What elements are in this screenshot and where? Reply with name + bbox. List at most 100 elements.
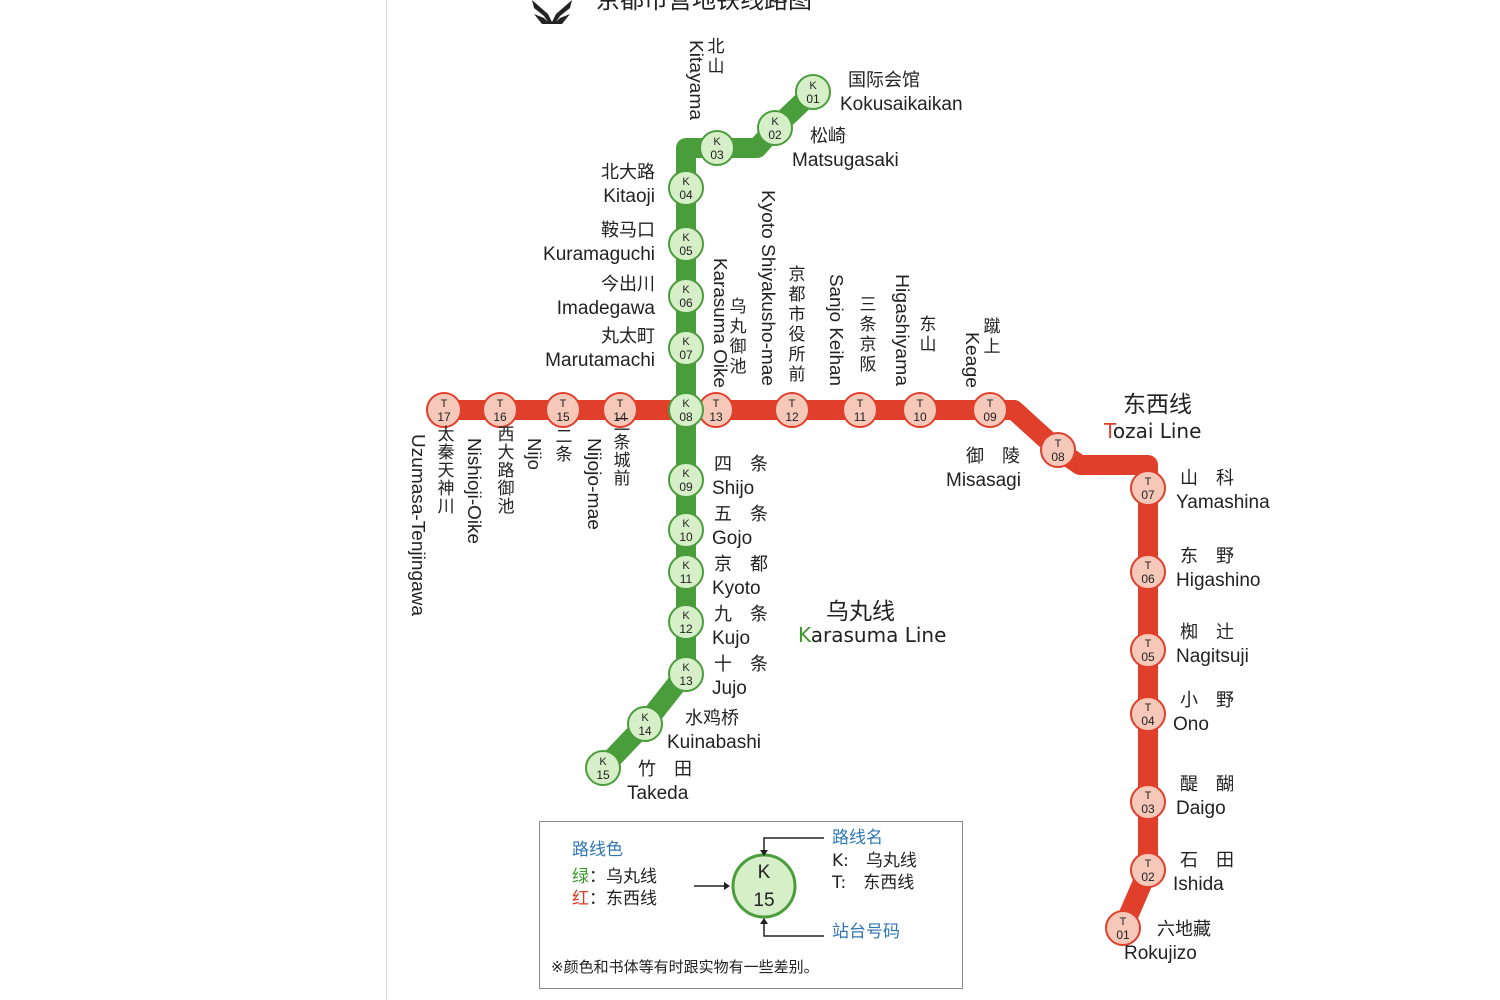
karasuma-station-14[interactable]: K14 bbox=[627, 706, 663, 742]
station-code-number: 06 bbox=[679, 296, 693, 310]
station-name-cn-char: 川 bbox=[438, 497, 455, 516]
tozai-station-12[interactable]: T12 bbox=[774, 392, 810, 428]
station-name-cn-char: 条 bbox=[556, 445, 573, 464]
station-name-en: Nishioji-Oike bbox=[464, 438, 484, 544]
station-name-cn: 东 野 bbox=[1180, 546, 1234, 566]
station-code-number: 07 bbox=[1141, 488, 1155, 502]
station-line-letter: K bbox=[682, 336, 690, 348]
tozai-station-02[interactable]: T02 bbox=[1130, 852, 1166, 888]
karasuma-station-circle bbox=[668, 392, 704, 428]
station-name-en: Nagitsuji bbox=[1176, 646, 1249, 667]
station-line-letter: K bbox=[682, 232, 690, 244]
station-name-cn: 国际会馆 bbox=[848, 70, 920, 90]
tozai-station-05[interactable]: T05 bbox=[1130, 632, 1166, 668]
karasuma-station-circle bbox=[668, 604, 704, 640]
karasuma-station-08[interactable]: K08 bbox=[668, 392, 704, 428]
station-name-cn: 北大路 bbox=[601, 162, 655, 182]
station-name-cn-char: 西 bbox=[498, 425, 515, 444]
karasuma-station-circle bbox=[757, 110, 793, 146]
station-code-number: 06 bbox=[1141, 572, 1155, 586]
legend-red-key: 红 bbox=[572, 889, 589, 909]
station-name-en: Matsugasaki bbox=[792, 150, 899, 171]
karasuma-station-09[interactable]: K09 bbox=[668, 462, 704, 498]
station-name-cn-char: 条 bbox=[860, 315, 877, 334]
station-line-letter: T bbox=[560, 398, 567, 410]
station-name-en: Jujo bbox=[712, 678, 747, 699]
tozai-station-11[interactable]: T11 bbox=[842, 392, 878, 428]
station-name-cn-char: 御 bbox=[730, 337, 747, 356]
kyoto-city-emblem-icon bbox=[532, 0, 572, 24]
station-name-cn-char: 路 bbox=[498, 461, 515, 480]
legend-red-line: ：东西线 bbox=[589, 889, 657, 909]
station-name-cn-char: 阪 bbox=[860, 355, 877, 374]
map-title: 京都市营地铁线路图 bbox=[596, 0, 812, 14]
karasuma-station-13[interactable]: K13 bbox=[668, 656, 704, 692]
station-name-en: Kitayama bbox=[686, 40, 706, 121]
legend-note: ※颜色和书体等有时跟实物有一些差别。 bbox=[551, 958, 819, 976]
station-code-number: 09 bbox=[679, 480, 693, 494]
tozai-initial: T bbox=[1104, 419, 1113, 443]
station-name-cn: 小 野 bbox=[1180, 690, 1234, 710]
station-name-en: Kokusaikaikan bbox=[840, 94, 963, 115]
tozai-station-04[interactable]: T04 bbox=[1130, 696, 1166, 732]
station-code-number: 10 bbox=[913, 410, 927, 424]
karasuma-station-03[interactable]: K03 bbox=[699, 130, 735, 166]
karasuma-station-10[interactable]: K10 bbox=[668, 512, 704, 548]
tozai-station-10[interactable]: T10 bbox=[902, 392, 938, 428]
legend-number-title: 站台号码 bbox=[832, 922, 900, 942]
station-name-cn-char: 前 bbox=[789, 365, 806, 384]
tozai-station-09[interactable]: T09 bbox=[972, 392, 1008, 428]
karasuma-station-01[interactable]: K01 bbox=[795, 74, 831, 110]
karasuma-initial: K bbox=[798, 623, 811, 647]
station-line-letter: K bbox=[682, 284, 690, 296]
tozai-station-06[interactable]: T06 bbox=[1130, 554, 1166, 590]
station-code-number: 15 bbox=[556, 410, 570, 424]
tozai-station-circle bbox=[1105, 910, 1141, 946]
station-name-en: Kuramaguchi bbox=[543, 244, 655, 265]
karasuma-station-02[interactable]: K02 bbox=[757, 110, 793, 146]
station-name-en: Nijo bbox=[524, 438, 544, 470]
station-name-en: Rokujizo bbox=[1124, 943, 1197, 964]
tozai-station-17[interactable]: T17 bbox=[426, 392, 462, 428]
karasuma-station-04[interactable]: K04 bbox=[668, 170, 704, 206]
station-name-cn-char: 天 bbox=[438, 461, 455, 480]
karasuma-station-07[interactable]: K07 bbox=[668, 330, 704, 366]
tozai-station-08[interactable]: T08 bbox=[1040, 432, 1076, 468]
karasuma-station-15[interactable]: K15 bbox=[585, 750, 621, 786]
tozai-line-name-cn: 东西线 bbox=[1123, 392, 1192, 418]
station-code-number: 05 bbox=[1141, 650, 1155, 664]
tozai-station-circle bbox=[902, 392, 938, 428]
karasuma-station-06[interactable]: K06 bbox=[668, 278, 704, 314]
karasuma-station-11[interactable]: K11 bbox=[668, 554, 704, 590]
station-name-en: Kitaoji bbox=[603, 186, 655, 207]
tozai-station-circle bbox=[1130, 470, 1166, 506]
tozai-station-07[interactable]: T07 bbox=[1130, 470, 1166, 506]
tozai-station-13[interactable]: T13 bbox=[698, 392, 734, 428]
station-name-cn: 丸太町 bbox=[601, 326, 655, 346]
karasuma-station-12[interactable]: K12 bbox=[668, 604, 704, 640]
tozai-station-16[interactable]: T16 bbox=[482, 392, 518, 428]
legend-k-item: K: 乌丸线 bbox=[832, 851, 917, 871]
tozai-station-14[interactable]: T14 bbox=[602, 392, 638, 428]
tozai-station-01[interactable]: T01 bbox=[1105, 910, 1141, 946]
station-name-cn-char: 都 bbox=[789, 285, 806, 304]
tozai-station-15[interactable]: T15 bbox=[545, 392, 581, 428]
station-name-cn-char: 太 bbox=[438, 425, 455, 444]
station-code-number: 09 bbox=[983, 410, 997, 424]
karasuma-station-05[interactable]: K05 bbox=[668, 226, 704, 262]
station-line-letter: K bbox=[682, 610, 690, 622]
station-name-cn: 御 陵 bbox=[966, 446, 1020, 466]
tozai-station-circle bbox=[774, 392, 810, 428]
tozai-station-circle bbox=[602, 392, 638, 428]
tozai-station-03[interactable]: T03 bbox=[1130, 784, 1166, 820]
